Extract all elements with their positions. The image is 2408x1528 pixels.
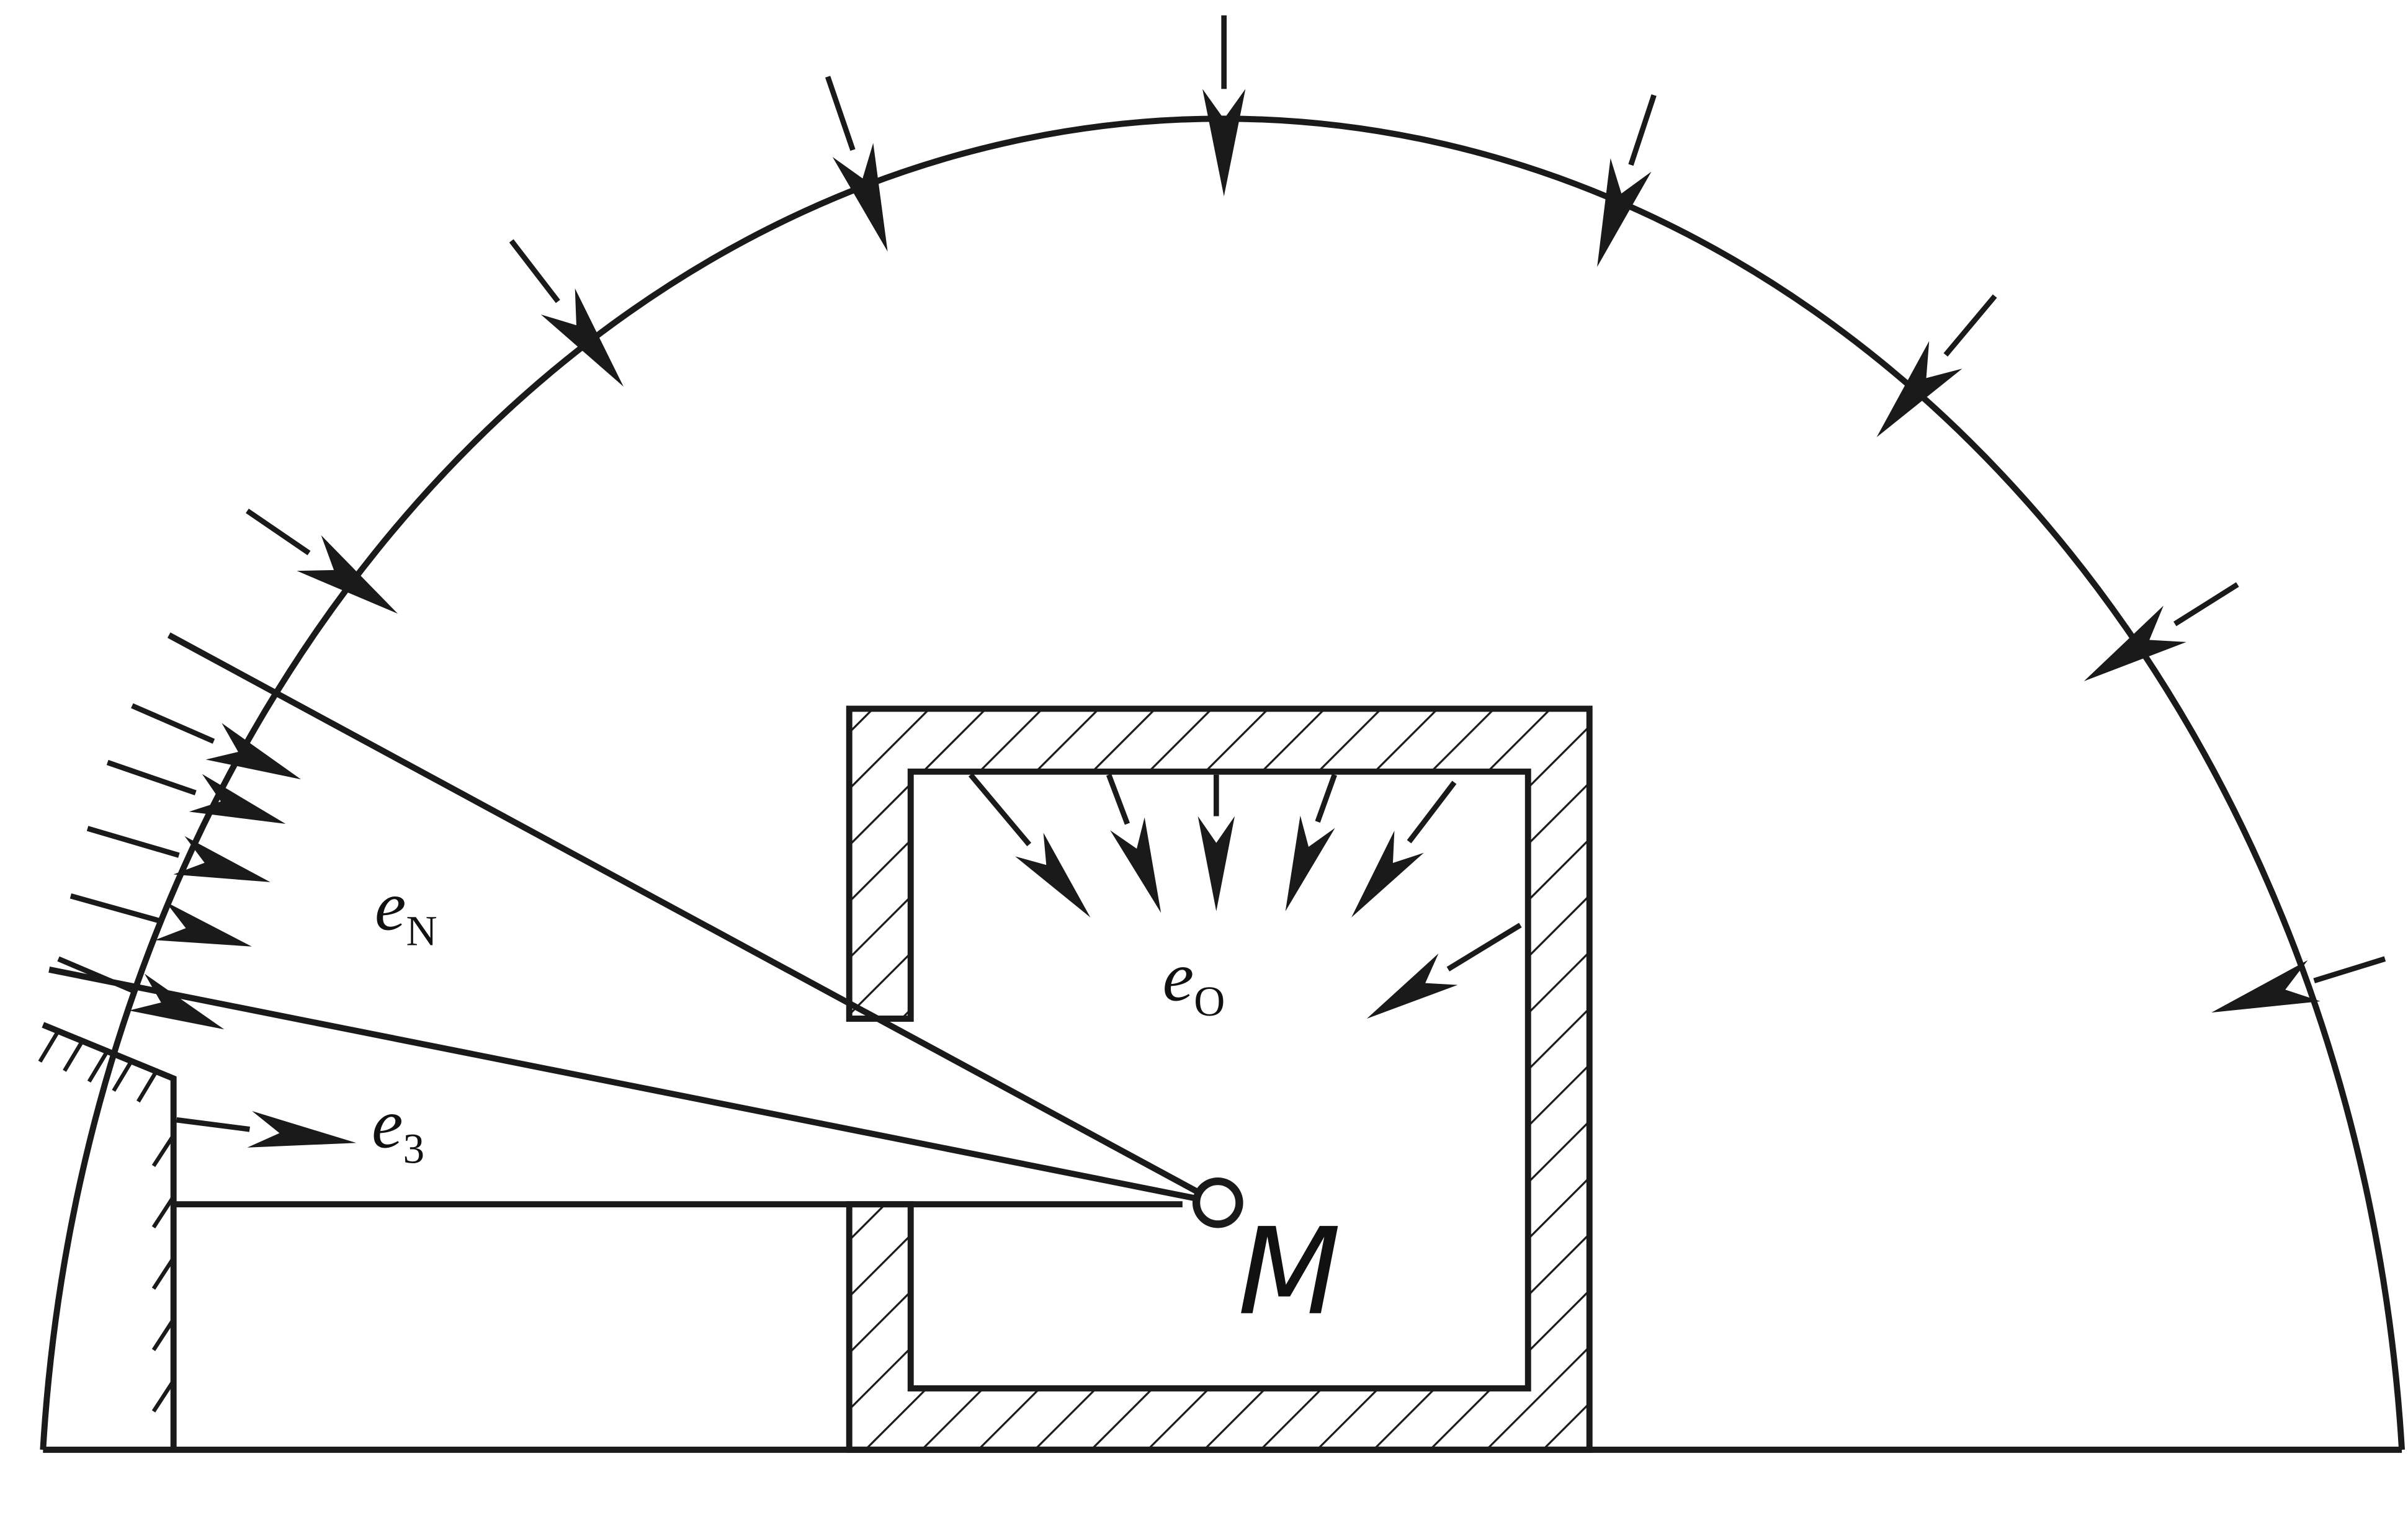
sky-arrow (1597, 94, 1657, 267)
point-m-marker (1192, 1177, 1243, 1228)
sky-arrow (509, 239, 624, 387)
reflected-arrow (176, 1110, 357, 1148)
sky-arrow (2211, 956, 2386, 1013)
sky-arrow (1876, 294, 1997, 437)
sky-arrow (246, 508, 398, 614)
obstruction-hatching (38, 1030, 176, 1413)
interior-arrow (1197, 774, 1235, 911)
sight-lines (48, 632, 1220, 1206)
interior-arrow (968, 773, 1091, 918)
window-arrow (57, 956, 225, 1030)
sky-arrow (825, 76, 888, 252)
interior-arrows (968, 773, 1522, 1019)
window-arrow (86, 826, 271, 882)
interior-arrow (1285, 774, 1337, 911)
window-arrow (69, 893, 252, 947)
label-point-m: M (1238, 1202, 1341, 1342)
window-arrow (131, 703, 302, 780)
sky-dome (40, 115, 2406, 1450)
interior-arrow (1106, 774, 1161, 913)
sky-arrows (246, 15, 2386, 1013)
window-sky-arrows (57, 703, 302, 1030)
label-e-o: eO (1163, 937, 1225, 1025)
window-arrow (106, 759, 286, 824)
room-walls (846, 705, 1593, 1453)
sky-arrow (2084, 582, 2239, 681)
interior-arrow (1351, 780, 1457, 918)
obstruction-wall (42, 1022, 1183, 1450)
interior-arrow (1366, 923, 1522, 1019)
sky-arrow (1202, 15, 1246, 197)
reflected-arrows (176, 1110, 357, 1148)
label-e-n: eN (375, 867, 437, 955)
label-e-3: e3 (372, 1085, 424, 1173)
